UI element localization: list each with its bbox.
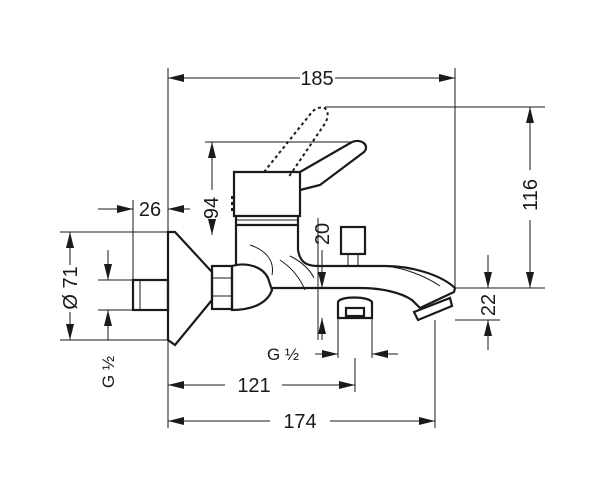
dim-rosette-diameter: Ø 71 bbox=[60, 266, 82, 309]
dim-diverter-projection: 121 bbox=[237, 375, 270, 397]
dimension-lines bbox=[66, 74, 534, 425]
inlet-connector bbox=[131, 278, 170, 312]
dimension-labels: 185 116 94 26 Ø 71 G ½ 20 22 G ½ 121 174 bbox=[60, 68, 542, 433]
dim-spout-projection: 174 bbox=[283, 411, 316, 433]
dim-outlet-thread: G ½ bbox=[267, 345, 299, 364]
diverter-knob bbox=[339, 225, 367, 256]
wall-rosette bbox=[166, 230, 214, 347]
dim-handle-height: 94 bbox=[201, 197, 223, 219]
union-nut bbox=[210, 264, 234, 311]
spout-aerator bbox=[412, 296, 454, 322]
extension-lines bbox=[60, 68, 545, 428]
mixer-outline bbox=[131, 106, 457, 347]
mixer-body bbox=[230, 263, 274, 312]
lever-handle bbox=[299, 139, 368, 192]
spout bbox=[272, 264, 457, 310]
cartridge-cap bbox=[232, 170, 302, 218]
dim-overall-width: 185 bbox=[300, 68, 333, 90]
dim-outlet-height: 20 bbox=[312, 223, 334, 245]
lever-handle-raised bbox=[263, 106, 329, 179]
dim-wall-offset: 26 bbox=[139, 199, 161, 221]
dim-spout-height: 22 bbox=[478, 294, 500, 316]
dim-inlet-thread: G ½ bbox=[99, 356, 118, 388]
mixer-column bbox=[234, 225, 319, 268]
dim-max-height: 116 bbox=[520, 179, 542, 211]
bath-outlet bbox=[336, 296, 374, 320]
